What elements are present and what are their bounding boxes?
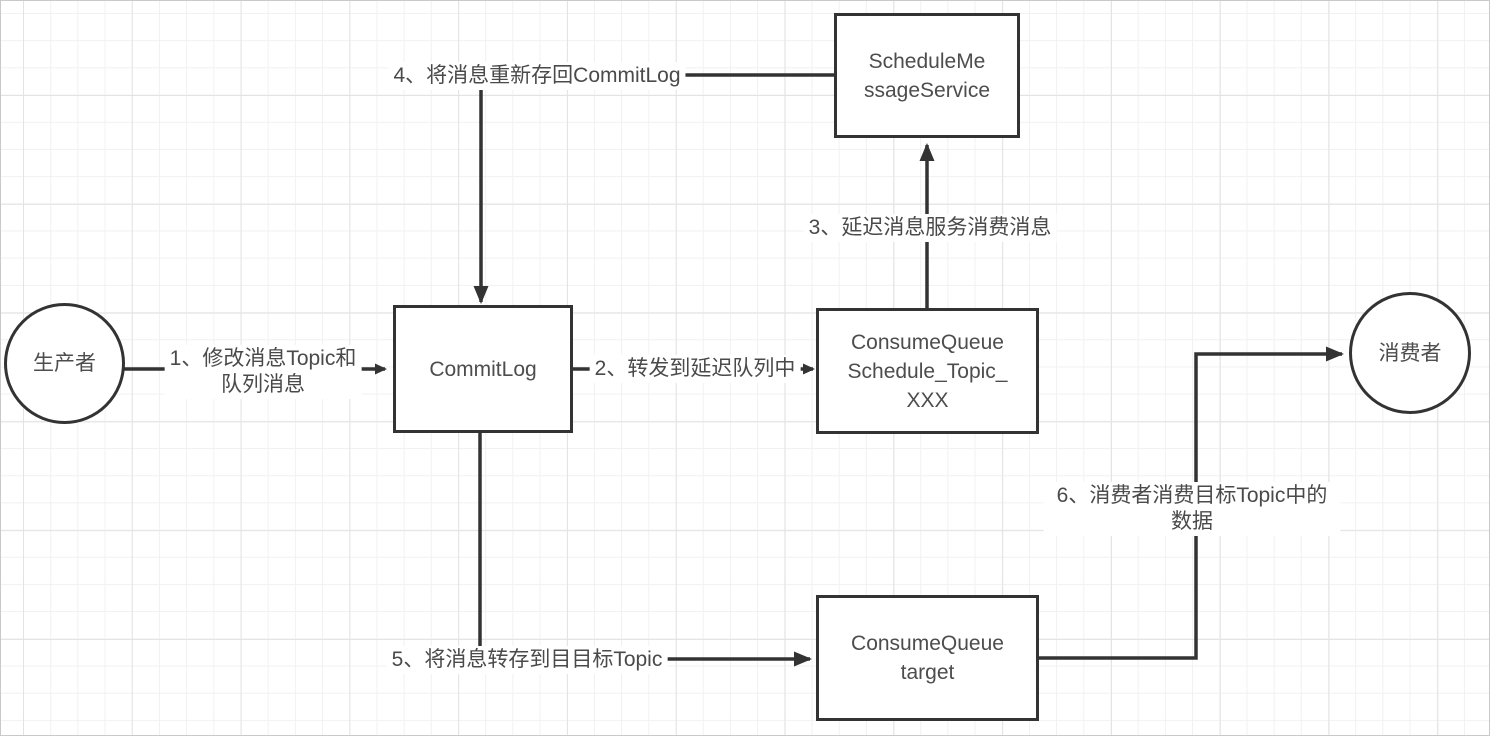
edge-label-step2: 2、转发到延迟队列中 (589, 355, 801, 383)
schedule-message-service-node: ScheduleMe ssageService (834, 13, 1020, 138)
schedule-message-service-label: ScheduleMe ssageService (863, 49, 991, 102)
commitlog-node: CommitLog (393, 305, 573, 433)
consumer-node: 消费者 (1349, 292, 1471, 414)
edge-label-step6: 6、消费者消费目标Topic中的数据 (1043, 482, 1341, 536)
consume-queue-target-label: ConsumeQueue target (851, 632, 1004, 684)
consume-queue-schedule-topic-node: ConsumeQueue Schedule_Topic_ XXX (816, 308, 1039, 434)
consume-queue-schedule-topic-label: ConsumeQueue Schedule_Topic_ XXX (847, 330, 1008, 412)
edge-label-step1: 1、修改消息Topic和 队列消息 (164, 345, 362, 399)
producer-node: 生产者 (4, 303, 125, 424)
consume-queue-target-node: ConsumeQueue target (816, 595, 1039, 721)
edge-step5-commitlog-to-target (478, 433, 812, 667)
consumer-label: 消费者 (1378, 341, 1442, 365)
edge-label-step3: 3、延迟消息服务消费消息 (803, 214, 1057, 242)
edge-label-step5: 5、将消息转存到目目标Topic (386, 646, 668, 674)
producer-label: 生产者 (33, 352, 96, 375)
edge-step4-service-to-commitlog (473, 73, 834, 304)
commitlog-label: CommitLog (429, 357, 537, 381)
edge-label-step4: 4、将消息重新存回CommitLog (388, 62, 686, 90)
